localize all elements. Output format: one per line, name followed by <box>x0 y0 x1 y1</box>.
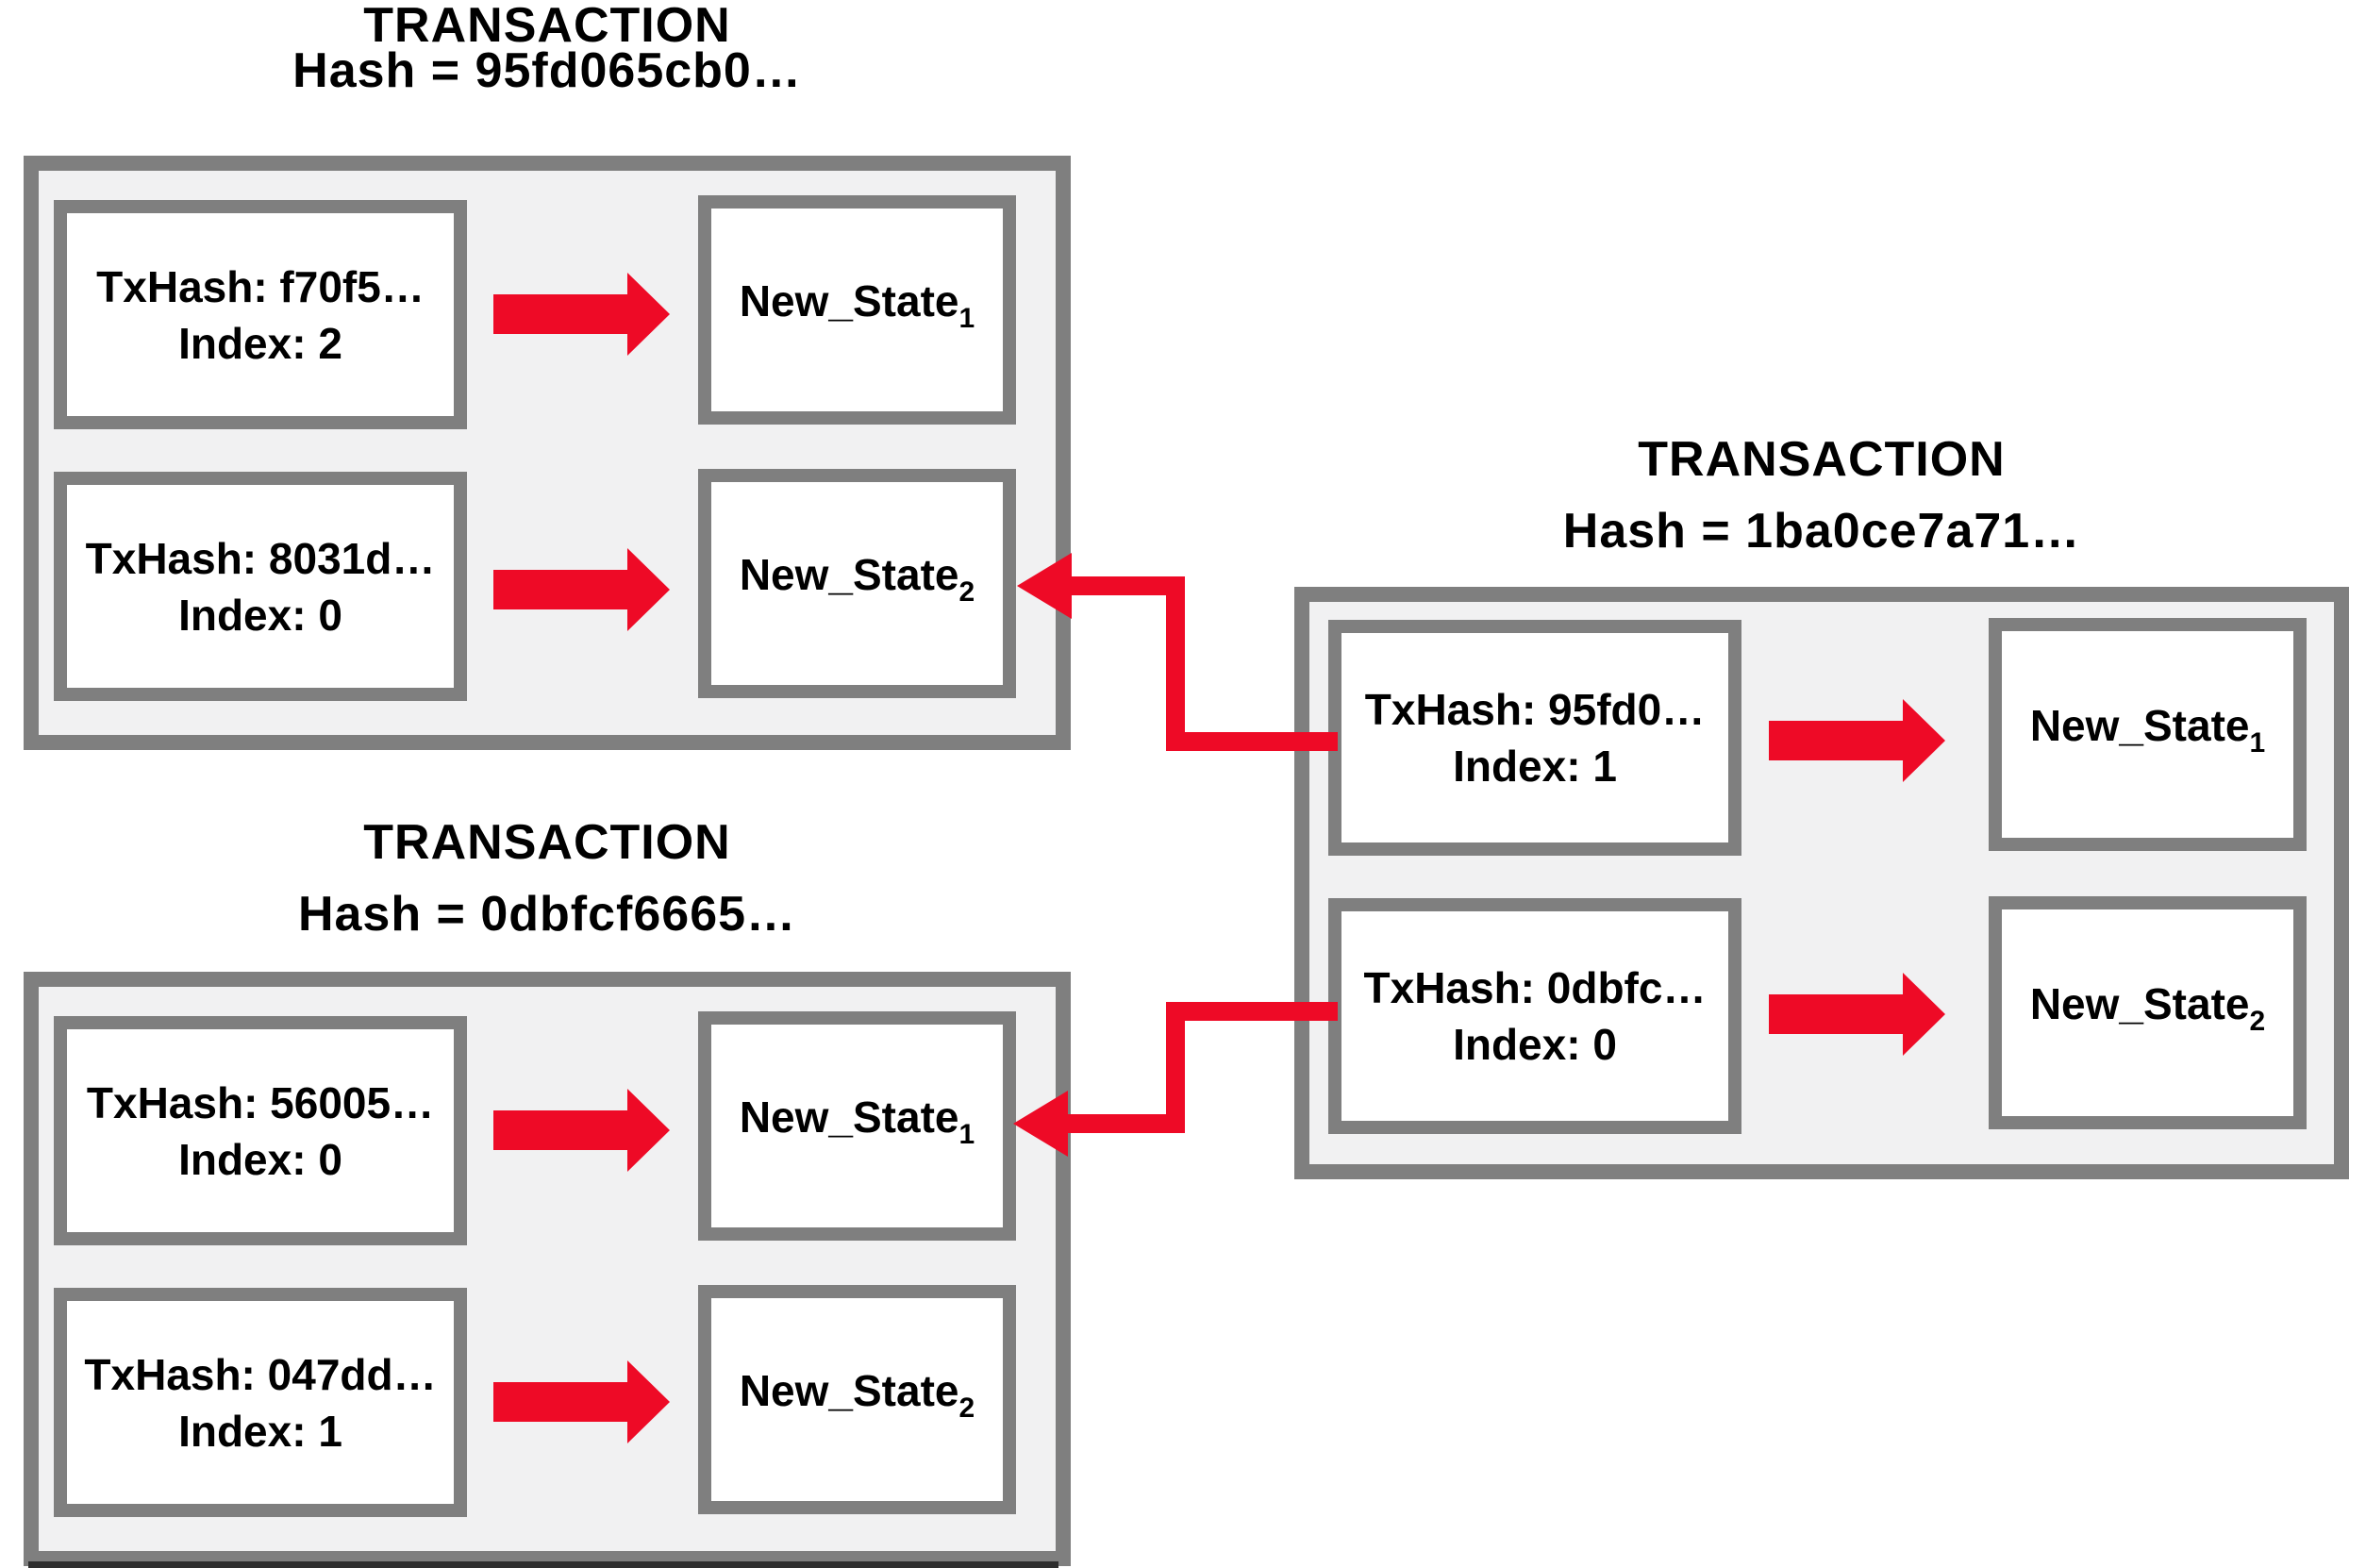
transaction-title: TRANSACTION <box>363 815 731 870</box>
output-state-subscript: 2 <box>958 576 975 608</box>
output-state-label: New_State <box>739 1366 959 1415</box>
input-index: Index: 2 <box>178 318 342 368</box>
output-state-subscript: 1 <box>958 303 975 334</box>
input-box: TxHash: f70f5… Index: 2 <box>54 200 467 429</box>
input-box: TxHash: 95fd0… Index: 1 <box>1328 620 1741 856</box>
input-index: Index: 1 <box>178 1406 342 1456</box>
output-state-subscript: 1 <box>2249 727 2266 759</box>
output-state-box: New_State1 <box>698 195 1016 425</box>
output-state-box: New_State2 <box>698 1285 1016 1514</box>
output-state-box: New_State1 <box>698 1011 1016 1241</box>
output-state-label: New_State <box>739 276 959 325</box>
input-box: TxHash: 8031d… Index: 0 <box>54 472 467 701</box>
transaction-hash-label: Hash = 0dbfcf6665… <box>297 887 797 942</box>
input-txhash: TxHash: f70f5… <box>96 261 425 311</box>
output-state-box: New_State2 <box>1989 896 2307 1129</box>
output-state-label: New_State <box>739 550 959 599</box>
input-index: Index: 0 <box>178 590 342 640</box>
transaction-title: TRANSACTION <box>1638 432 2006 487</box>
transaction-title: TRANSACTION <box>363 0 731 53</box>
output-state-subscript: 2 <box>2249 1006 2266 1037</box>
input-txhash: TxHash: 56005… <box>86 1077 435 1127</box>
transaction-hash-label: Hash = 95fd065cb0… <box>292 43 802 98</box>
output-state-label: New_State <box>739 1093 959 1142</box>
input-index: Index: 0 <box>178 1134 342 1184</box>
output-state-subscript: 1 <box>958 1119 975 1150</box>
transaction-hash-label: Hash = 1ba0ce7a71… <box>1562 504 2081 559</box>
input-txhash: TxHash: 95fd0… <box>1364 685 1706 734</box>
input-box: TxHash: 047dd… Index: 1 <box>54 1288 467 1517</box>
input-txhash: TxHash: 0dbfc… <box>1363 963 1707 1012</box>
output-state-label: New_State <box>2029 979 2250 1028</box>
input-index: Index: 0 <box>1453 1020 1617 1069</box>
input-index: Index: 1 <box>1453 742 1617 791</box>
input-box: TxHash: 56005… Index: 0 <box>54 1016 467 1245</box>
clipped-edge-artifact <box>28 1561 1058 1568</box>
output-state-box: New_State2 <box>698 469 1016 698</box>
input-box: TxHash: 0dbfc… Index: 0 <box>1328 898 1741 1134</box>
input-txhash: TxHash: 8031d… <box>85 533 436 583</box>
output-state-label: New_State <box>2029 701 2250 750</box>
input-txhash: TxHash: 047dd… <box>84 1349 437 1399</box>
output-state-subscript: 2 <box>958 1393 975 1424</box>
output-state-box: New_State1 <box>1989 618 2307 851</box>
